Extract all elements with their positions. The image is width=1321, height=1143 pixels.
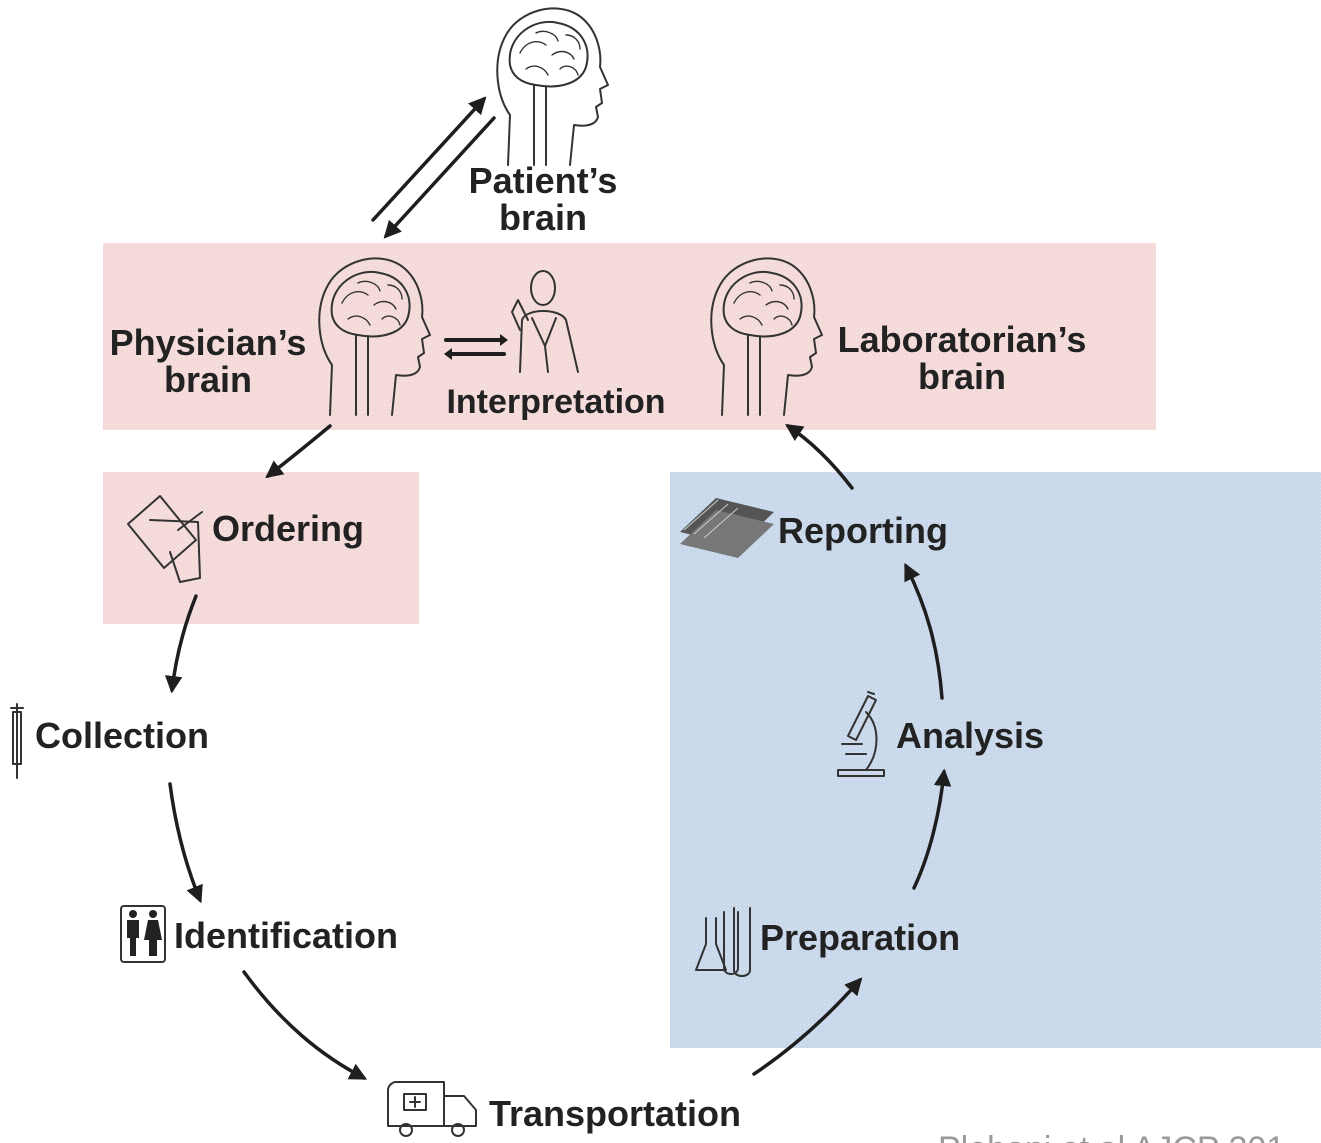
- syringe-icon: [10, 703, 24, 779]
- citation-text: Plebani et al AJCP 201: [938, 1130, 1285, 1143]
- doctor-icon: [511, 270, 579, 373]
- patient-head-brain-icon: [496, 7, 609, 166]
- lab-glassware-icon: [695, 907, 751, 977]
- ambulance-icon: [387, 1081, 477, 1137]
- collection-node: Collection: [10, 703, 209, 779]
- arrow-transportation-to-preparation: [752, 977, 863, 1076]
- clinical-region-top-texture: [103, 243, 1156, 430]
- identification-node: Identification: [120, 905, 398, 963]
- ordering-region-texture: [103, 472, 419, 624]
- patient-label-line1: Patient’s: [469, 160, 618, 201]
- transportation-label: Transportation: [489, 1093, 741, 1134]
- people-icon: [120, 905, 166, 963]
- arrow-preparation-to-analysis: [912, 768, 952, 890]
- reporting-node: Reporting: [680, 498, 948, 558]
- arrow-analysis-to-reporting: [904, 562, 944, 700]
- physician-node: Physician’s brain: [110, 257, 431, 416]
- patient-node: Patient’s brain: [469, 7, 618, 238]
- laboratorian-node: Laboratorian’s brain: [710, 257, 1087, 416]
- ordering-node: Ordering: [127, 495, 364, 583]
- exchange-arrow-left-head: [444, 348, 452, 360]
- arrow-physician-to-patient: [371, 96, 487, 222]
- ordering-label: Ordering: [212, 508, 364, 549]
- interpretation-node: Interpretation: [444, 270, 666, 421]
- preparation-node: Preparation: [695, 907, 960, 977]
- arrow-patient-to-physician: [383, 116, 496, 239]
- exchange-arrow-right-head: [500, 334, 508, 346]
- collection-label: Collection: [35, 715, 209, 756]
- interpretation-label: Interpretation: [446, 383, 665, 421]
- report-stack-icon: [680, 498, 774, 558]
- physician-label-line1: Physician’s: [110, 322, 307, 363]
- reporting-label: Reporting: [778, 510, 948, 551]
- laboratorian-label-line1: Laboratorian’s: [838, 319, 1087, 360]
- patient-label-line2: brain: [499, 197, 587, 238]
- arrow-physician-to-ordering: [265, 424, 332, 479]
- writing-hand-icon: [127, 495, 203, 583]
- transportation-node: Transportation: [387, 1081, 741, 1137]
- arrow-identification-to-transportation: [242, 970, 368, 1080]
- laboratorian-label-line2: brain: [918, 356, 1006, 397]
- analysis-label: Analysis: [896, 715, 1044, 756]
- physician-label-line2: brain: [164, 359, 252, 400]
- laboratory-region-texture: [670, 472, 1321, 1048]
- analysis-node: Analysis: [837, 691, 1044, 777]
- microscope-icon: [837, 691, 885, 777]
- identification-label: Identification: [174, 915, 398, 956]
- arrow-ordering-to-collection: [164, 594, 198, 694]
- arrow-reporting-to-laboratorian: [785, 424, 854, 490]
- preparation-label: Preparation: [760, 917, 960, 958]
- arrow-collection-to-identification: [168, 782, 203, 904]
